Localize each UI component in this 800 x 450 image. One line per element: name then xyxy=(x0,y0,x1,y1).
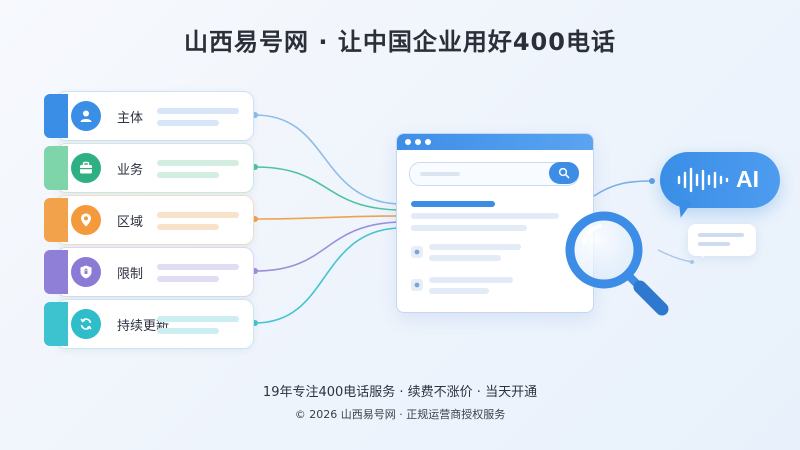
connector-line-ai xyxy=(593,180,653,197)
browser-window-icon xyxy=(396,133,594,313)
card-accent-tab xyxy=(44,250,68,294)
card-accent-tab xyxy=(44,302,68,346)
card-accent-tab xyxy=(44,146,68,190)
feature-label: 业务 xyxy=(117,163,144,178)
briefcase-icon xyxy=(71,153,101,183)
placeholder-bar xyxy=(157,172,219,178)
connector-line-business xyxy=(254,166,399,211)
placeholder-bar xyxy=(157,120,219,126)
feature-card-limit: 限制 xyxy=(44,247,254,297)
footer-tagline: 19年专注400电话服务 · 续费不涨价 · 当天开通 xyxy=(262,385,538,400)
feature-label: 主体 xyxy=(117,111,144,126)
result-item-icon xyxy=(411,246,423,258)
browser-title-bar xyxy=(397,134,593,150)
ai-label: AI xyxy=(736,166,759,192)
connector-line-subject xyxy=(254,114,399,205)
refresh-icon xyxy=(71,309,101,339)
feature-card-business: 业务 xyxy=(44,143,254,193)
result-text-line xyxy=(411,225,527,231)
footer-copyright: © 2026 山西易号网 · 正规运营商授权服务 xyxy=(294,408,506,421)
result-text-line xyxy=(411,213,559,219)
shield-icon xyxy=(71,257,101,287)
sound-wave-icon xyxy=(677,167,729,193)
feature-card-subject: 主体 xyxy=(44,91,254,141)
result-item-icon xyxy=(411,279,423,291)
connector-line-region xyxy=(254,215,399,220)
placeholder-bar xyxy=(157,212,239,218)
ai-badge: AI xyxy=(660,152,780,220)
page-title: 山西易号网 · 让中国企业用好400电话 xyxy=(184,28,616,56)
feature-card-update: 持续更新 xyxy=(44,299,254,349)
placeholder-bar xyxy=(157,108,239,114)
search-bar xyxy=(409,162,579,186)
placeholder-bar xyxy=(157,224,219,230)
placeholder-bar xyxy=(157,264,239,270)
card-accent-tab xyxy=(44,198,68,242)
connector-line-update xyxy=(254,227,399,324)
feature-label: 限制 xyxy=(117,267,144,282)
card-accent-tab xyxy=(44,94,68,138)
feature-label: 持续更新 xyxy=(117,319,170,334)
user-icon xyxy=(71,101,101,131)
result-title-line xyxy=(411,201,495,207)
chat-bubble-icon xyxy=(688,224,756,258)
feature-card-region: 区域 xyxy=(44,195,254,245)
placeholder-bar xyxy=(157,276,219,282)
placeholder-bar xyxy=(157,160,239,166)
location-pin-icon xyxy=(71,205,101,235)
connector-line-limit xyxy=(254,221,399,272)
placeholder-bar xyxy=(157,328,219,334)
feature-label: 区域 xyxy=(117,215,144,230)
placeholder-bar xyxy=(157,316,239,322)
search-icon xyxy=(549,162,579,184)
connector-line-chat xyxy=(657,249,693,263)
magnifier-icon xyxy=(565,211,669,316)
